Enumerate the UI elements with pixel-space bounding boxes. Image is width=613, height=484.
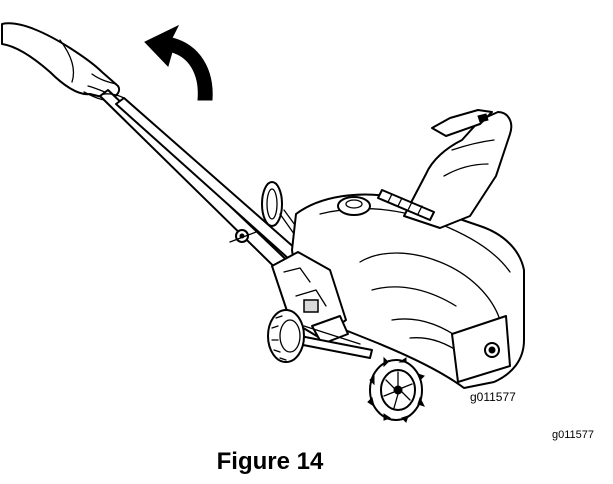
rotation-arrow bbox=[144, 24, 213, 101]
snowthrower-housing bbox=[291, 193, 525, 389]
left-wheel bbox=[267, 309, 305, 363]
handle bbox=[99, 89, 339, 299]
right-wheel bbox=[367, 356, 425, 423]
inner-figure-code: g011577 bbox=[470, 390, 516, 404]
operator-arm bbox=[1, 22, 120, 101]
discharge-chute bbox=[377, 109, 513, 229]
figure-illustration bbox=[1, 22, 525, 423]
figure-caption: Figure 14 bbox=[216, 448, 324, 475]
figure-code: g011577 bbox=[552, 429, 595, 441]
